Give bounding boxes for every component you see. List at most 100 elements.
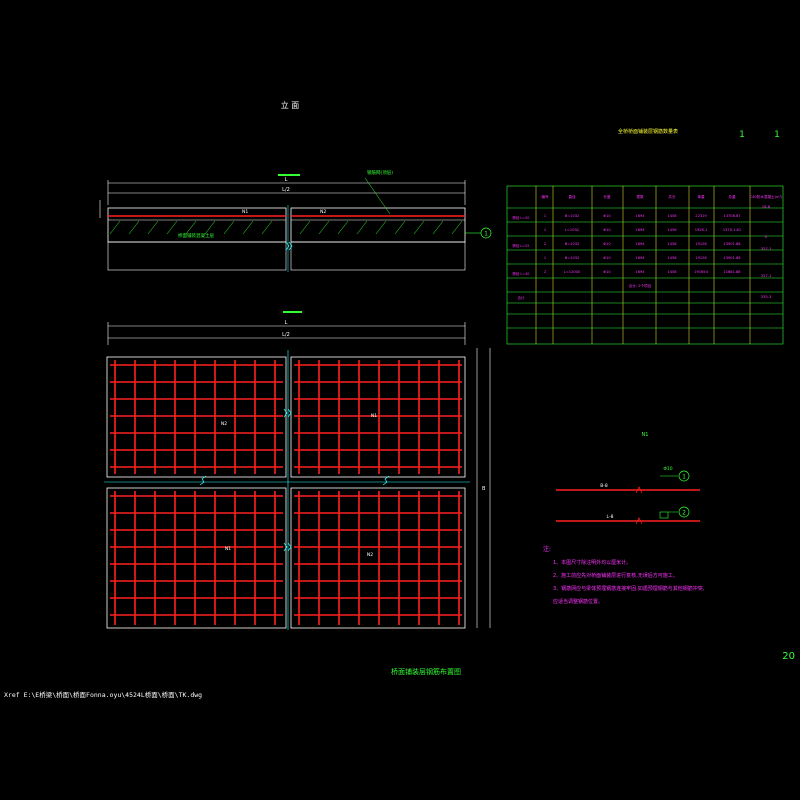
hatch-stroke [413,220,425,235]
break-symbol [285,241,293,251]
plan-dim-sublabel: L/2 [282,332,290,338]
panel-outline [290,487,466,629]
table-row-group: 跨径 L=25 [513,243,530,248]
hatch-stroke [242,220,254,235]
bar-mark-right: N2 [320,209,326,215]
elevation-view: 立 面 L L/2 钢筋网(顶层) 桥面铺装混凝土层 N1 N2 [99,100,492,272]
bar-2-callout [678,506,690,518]
hatch-stroke [318,220,330,235]
bar-2-hook [659,511,669,519]
note-1: 1、本图尺寸除注明外均以厘米计。 [553,559,631,566]
table-concrete-value: 335.3 [761,294,772,299]
bar-1-callout-number: 1 [682,474,686,481]
table-cell: Φ10 [603,270,611,274]
table-cell: 1458 [667,214,677,218]
table-cell: 合计: 2个项目 [629,283,652,288]
table-cell: 1458 [667,256,677,260]
bar-1-end-label: Φ10 [663,466,672,472]
table-cell: 1694 [635,228,645,232]
break-symbol [382,475,390,486]
hatch-stroke [166,220,178,235]
table-cell: 1 [544,214,546,218]
table-cell: 2 [544,270,546,274]
table-header-cell: 长度 [603,194,611,199]
hatch-stroke [185,220,197,235]
table-header-cell: 根数 [636,194,644,199]
plan-view: L L/2 B N2 N1 N1 N2 [104,311,491,630]
table-header-cell: 直径 [568,194,576,199]
concrete-hatching [109,220,463,235]
table-cell: 2 [544,242,546,246]
table-cell: 1370.1.81 [723,228,741,232]
break-symbol [199,475,207,486]
hatch-stroke [147,220,159,235]
table-row-group: 合计 [518,295,525,300]
bar-1-break [635,486,643,494]
table-cell: 1 [544,256,546,260]
panel-mark-1: N2 [221,421,227,427]
bar-1-callout [678,470,690,482]
table-cell: 22319 [695,214,707,218]
hatch-stroke [128,220,140,235]
hatch-stroke [394,220,406,235]
hatch-stroke [204,220,216,235]
table-header-cell: 总重 [728,194,736,199]
girder-right [290,241,466,271]
hatch-stroke [432,220,444,235]
hatch-stroke [223,220,235,235]
hatch-stroke [356,220,368,235]
detail-title: N1 [642,432,649,438]
table-cell: Φ10 [603,242,611,246]
bar-2-break [635,517,643,525]
table-border [506,185,784,345]
page-mark-a: 1 [739,130,745,140]
notes-heading: 注: [543,545,551,553]
rebar-note: 钢筋网(顶层) [367,169,393,176]
table-cell: Φ10 [603,214,611,218]
hatch-stroke [299,220,311,235]
table-cell: 1694 [635,270,645,274]
table-concrete-value: 327.1 [761,273,772,278]
table-cell: 19128 [695,256,707,260]
break-symbol [283,542,292,552]
table-cell: 1694 [635,242,645,246]
note-2: 2、施工前应先对桥面铺装层进行复核,无误后方可施工。 [553,572,678,579]
panel-outline [106,356,287,478]
xref-path: Xref E:\E桥梁\桥面\桥面Fonna.oyu\4524L桥面\桥面\TK… [4,690,202,699]
table-cell: Φ10 [603,228,611,232]
page-number: 20 [782,651,795,662]
table-cell: 1694 [635,256,645,260]
table-cell: 19128 [695,242,707,246]
table-cell: 1458 [667,242,677,246]
girder-left [107,241,287,271]
hatch-stroke [109,220,121,235]
table-cell: 1928.1 [695,228,708,232]
notes: 注: 1、本图尺寸除注明外均以厘米计。 2、施工前应先对桥面铺装层进行复核,无误… [543,545,705,605]
bar-2-label: L-8 [607,514,614,520]
table-cell: Φ10 [603,256,611,260]
table-cell: B=1032 [565,256,580,260]
panel-mark-3: N1 [225,546,231,552]
table-cell: 13708.87 [723,214,740,218]
rebar-mesh-panels [106,356,466,629]
bar-1-label: B-8 [600,483,608,489]
table-cell: 1458 [667,228,677,232]
table-concrete-value: 327.1 [761,246,772,251]
concrete-note: 桥面铺装混凝土层 [178,232,214,239]
panel-mark-4: N2 [367,552,373,558]
table-cell: B=1032 [565,214,580,218]
table-header-cell: 单重 [697,194,705,199]
table-cell: L=1032 [565,228,579,232]
table-header-cell: 编号 [541,194,549,199]
panel-outline [106,487,287,629]
table-cell: 1694 [635,214,645,218]
table-cell: 13901.88 [723,256,741,260]
note-4: 应适当调整钢筋位置。 [553,598,603,605]
plan-dim-label: L [285,320,288,326]
elevation-title: 立 面 [281,100,300,110]
table-cell: 1 [544,228,546,232]
elevation-dim-label: L [285,177,288,183]
bar-mark-left: N1 [242,209,248,215]
